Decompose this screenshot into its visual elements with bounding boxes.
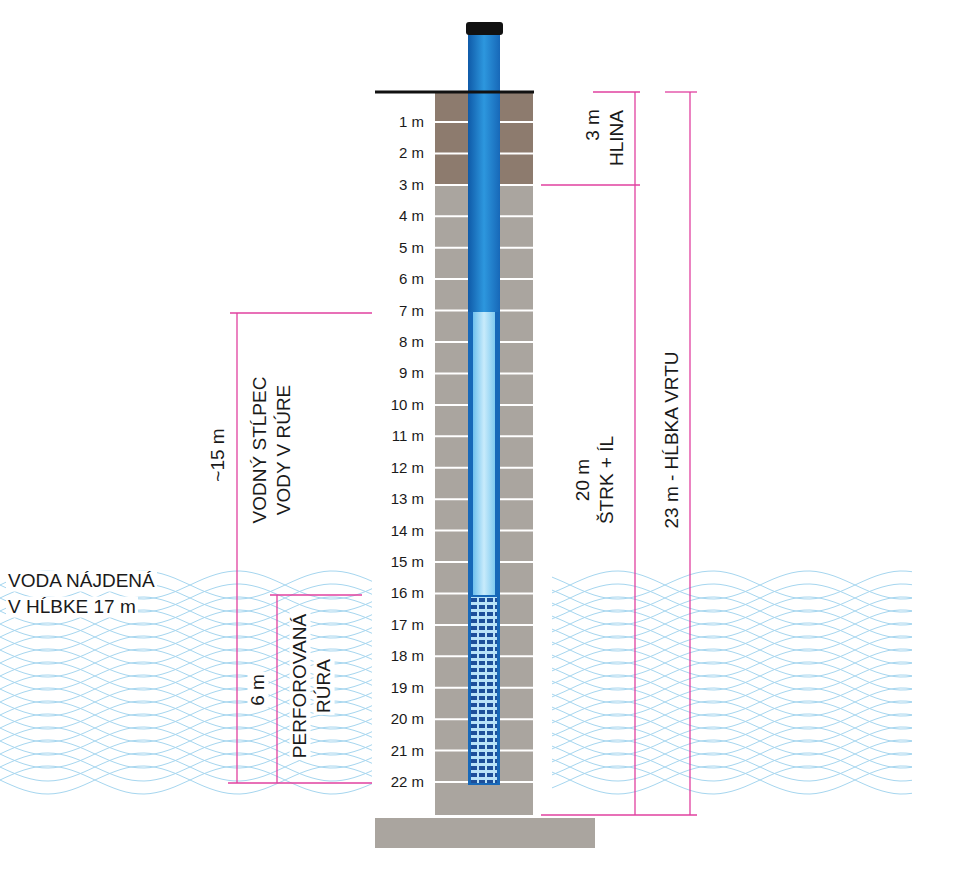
depth-label: 14 m: [391, 522, 424, 539]
dimension-label: 3 m: [583, 107, 604, 143]
wave-line: [0, 597, 372, 625]
meter-line: [500, 278, 533, 280]
meter-line: [500, 750, 533, 752]
meter-line: [435, 372, 468, 374]
perforated-pipe-wall: [468, 595, 500, 785]
meter-line: [435, 184, 468, 186]
meter-line: [500, 310, 533, 312]
pipe-cap: [466, 22, 503, 35]
layer-label: ŠTRK + ÍL: [597, 434, 618, 526]
meter-line: [500, 121, 533, 123]
meter-line: [500, 372, 533, 374]
meter-line: [500, 435, 533, 437]
meter-line: [500, 530, 533, 532]
depth-total-label: 23 m - HĹBKA VRTU: [662, 349, 683, 530]
depth-label: 10 m: [391, 397, 424, 414]
meter-line: [500, 341, 533, 343]
meter-line: [435, 341, 468, 343]
dimension-label: 6 m: [248, 672, 269, 708]
meter-line: [500, 655, 533, 657]
dimension-label: ~15 m: [208, 426, 229, 483]
water-note: VODA NÁJDENÁ: [6, 571, 157, 592]
meter-line: [435, 310, 468, 312]
depth-label: 13 m: [391, 491, 424, 508]
depth-label: 5 m: [399, 239, 424, 256]
water-column-label: VODY V RÚRE: [274, 383, 295, 518]
perforated-pipe: [471, 597, 497, 783]
meter-line: [500, 498, 533, 500]
wave-line: [0, 766, 372, 794]
meter-line: [500, 247, 533, 249]
meter-line: [435, 467, 468, 469]
meter-line: [500, 184, 533, 186]
meter-line: [500, 718, 533, 720]
wave-line: [0, 597, 372, 625]
meter-line: [500, 152, 533, 154]
water-note: V HĹBKE 17 m: [6, 597, 138, 618]
meter-line: [435, 152, 468, 154]
meter-line: [435, 121, 468, 123]
wave-line: [552, 766, 912, 794]
meter-line: [435, 530, 468, 532]
depth-label: 21 m: [391, 742, 424, 759]
pipe-wall: [468, 312, 500, 596]
meter-line: [435, 247, 468, 249]
perforated-pipe-label: RÚRA: [314, 657, 335, 715]
depth-label: 9 m: [399, 365, 424, 382]
depth-label: 17 m: [391, 617, 424, 634]
meter-line: [500, 404, 533, 406]
wave-line: [552, 766, 912, 794]
meter-line: [500, 561, 533, 563]
depth-label: 1 m: [399, 114, 424, 131]
depth-label: 11 m: [392, 428, 424, 445]
meter-line: [500, 781, 533, 783]
layer-label: HLINA: [607, 108, 628, 168]
meter-line: [435, 655, 468, 657]
wave-line: [0, 571, 372, 599]
meter-line: [435, 750, 468, 752]
wave-line: [0, 766, 372, 794]
depth-label: 20 m: [391, 711, 424, 728]
dimension-lines: [228, 92, 697, 815]
meter-line: [500, 467, 533, 469]
depth-label: 3 m: [399, 177, 424, 194]
meter-line: [500, 593, 533, 595]
meter-line: [500, 687, 533, 689]
meter-line: [500, 215, 533, 217]
depth-label: 7 m: [399, 302, 424, 319]
wave-line: [0, 571, 372, 599]
meter-line: [435, 498, 468, 500]
dimension-label: 20 m: [573, 457, 594, 503]
depth-label: 12 m: [391, 459, 424, 476]
meter-line: [435, 624, 468, 626]
water-column-label: VODNÝ STĹPEC: [250, 375, 271, 526]
depth-label: 6 m: [399, 271, 424, 288]
meter-line: [435, 404, 468, 406]
depth-label: 8 m: [399, 334, 424, 351]
pipe: [468, 30, 500, 313]
meter-line: [500, 624, 533, 626]
perforated-pipe-label: PERFOROVANÁ: [290, 612, 311, 760]
meter-line: [435, 435, 468, 437]
meter-line: [435, 278, 468, 280]
depth-label: 4 m: [399, 208, 424, 225]
water-column: [473, 312, 495, 596]
meter-line: [435, 593, 468, 595]
meter-line: [435, 215, 468, 217]
meter-line: [435, 718, 468, 720]
depth-label: 2 m: [399, 145, 424, 162]
meter-line: [435, 561, 468, 563]
meter-line: [435, 687, 468, 689]
depth-label: 15 m: [391, 554, 424, 571]
depth-label: 18 m: [391, 648, 424, 665]
ground-line: [375, 91, 534, 94]
depth-label: 22 m: [391, 774, 424, 791]
depth-label: 16 m: [391, 585, 424, 602]
depth-label: 19 m: [391, 679, 424, 696]
base-block: [375, 818, 595, 848]
meter-line: [435, 781, 468, 783]
